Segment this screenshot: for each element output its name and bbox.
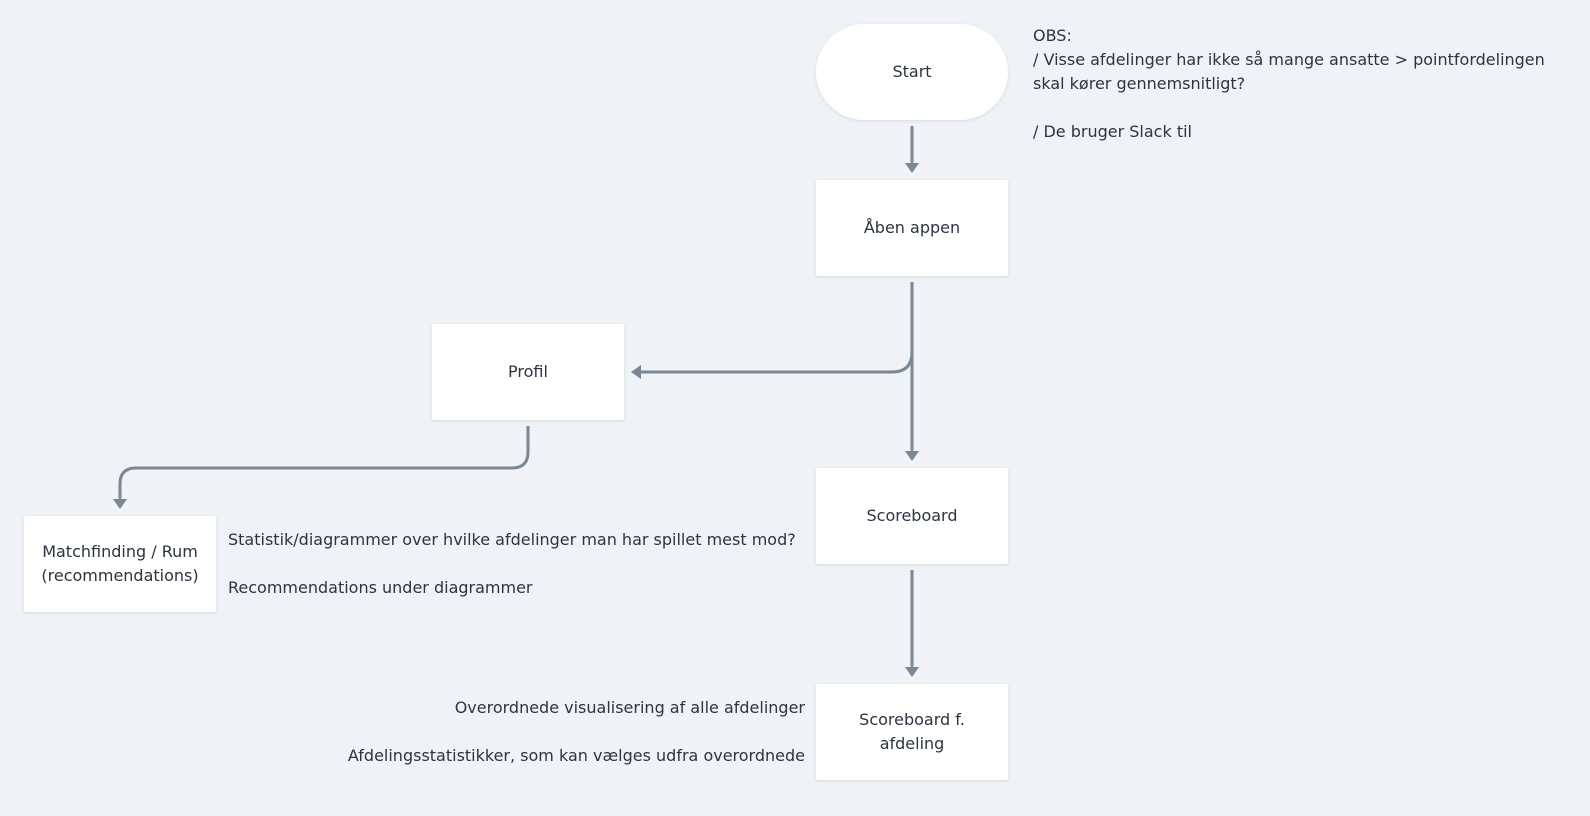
- scoreboard-node[interactable]: Scoreboard: [816, 468, 1008, 564]
- edge-open-to-profile-arrow: [631, 365, 641, 379]
- department-note[interactable]: Overordnede visualisering af alle afdeli…: [348, 696, 805, 768]
- matchfinding-node[interactable]: Matchfinding / Rum (recommendations): [24, 516, 216, 612]
- edge-scoreboard-to-department-arrow: [905, 667, 919, 677]
- start-node[interactable]: Start: [816, 24, 1008, 120]
- obs-note-heading: OBS:: [1033, 26, 1072, 45]
- edge-profile-to-match: [118, 426, 530, 499]
- edge-open-to-profile: [641, 351, 914, 374]
- profile-node-label: Profil: [508, 362, 548, 381]
- edge-open-to-scoreboard-arrow: [905, 451, 919, 461]
- statistics-note-spacer: [228, 552, 796, 576]
- edge-start-to-open-arrow: [905, 163, 919, 173]
- open-app-node-label: Åben appen: [863, 218, 961, 237]
- edge-profile-to-match-arrow: [113, 499, 127, 509]
- obs-note[interactable]: OBS: / Visse afdelinger har ikke så mang…: [1033, 24, 1578, 144]
- obs-note-spacer: [1033, 96, 1578, 120]
- scoreboard-department-node[interactable]: Scoreboard f. afdeling: [816, 684, 1008, 780]
- department-note-line-2: Afdelingsstatistikker, som kan vælges ud…: [347, 746, 805, 765]
- statistics-note-line-1: Statistik/diagrammer over hvilke afdelin…: [228, 530, 796, 549]
- statistics-note[interactable]: Statistik/diagrammer over hvilke afdelin…: [228, 528, 796, 600]
- statistics-note-line-2: Recommendations under diagrammer: [228, 578, 533, 597]
- matchfinding-node-label: Matchfinding / Rum (recommendations): [41, 542, 199, 585]
- department-note-line-1: Overordnede visualisering af alle afdeli…: [454, 698, 805, 717]
- scoreboard-node-label: Scoreboard: [866, 506, 958, 525]
- department-note-spacer: [348, 720, 805, 744]
- start-node-label: Start: [892, 62, 932, 81]
- profile-node[interactable]: Profil: [432, 324, 624, 420]
- obs-note-line-1: / Visse afdelinger har ikke så mange ans…: [1033, 50, 1545, 93]
- open-app-node[interactable]: Åben appen: [816, 180, 1008, 276]
- obs-note-line-2: / De bruger Slack til: [1033, 122, 1192, 141]
- scoreboard-department-node-label: Scoreboard f. afdeling: [859, 710, 965, 753]
